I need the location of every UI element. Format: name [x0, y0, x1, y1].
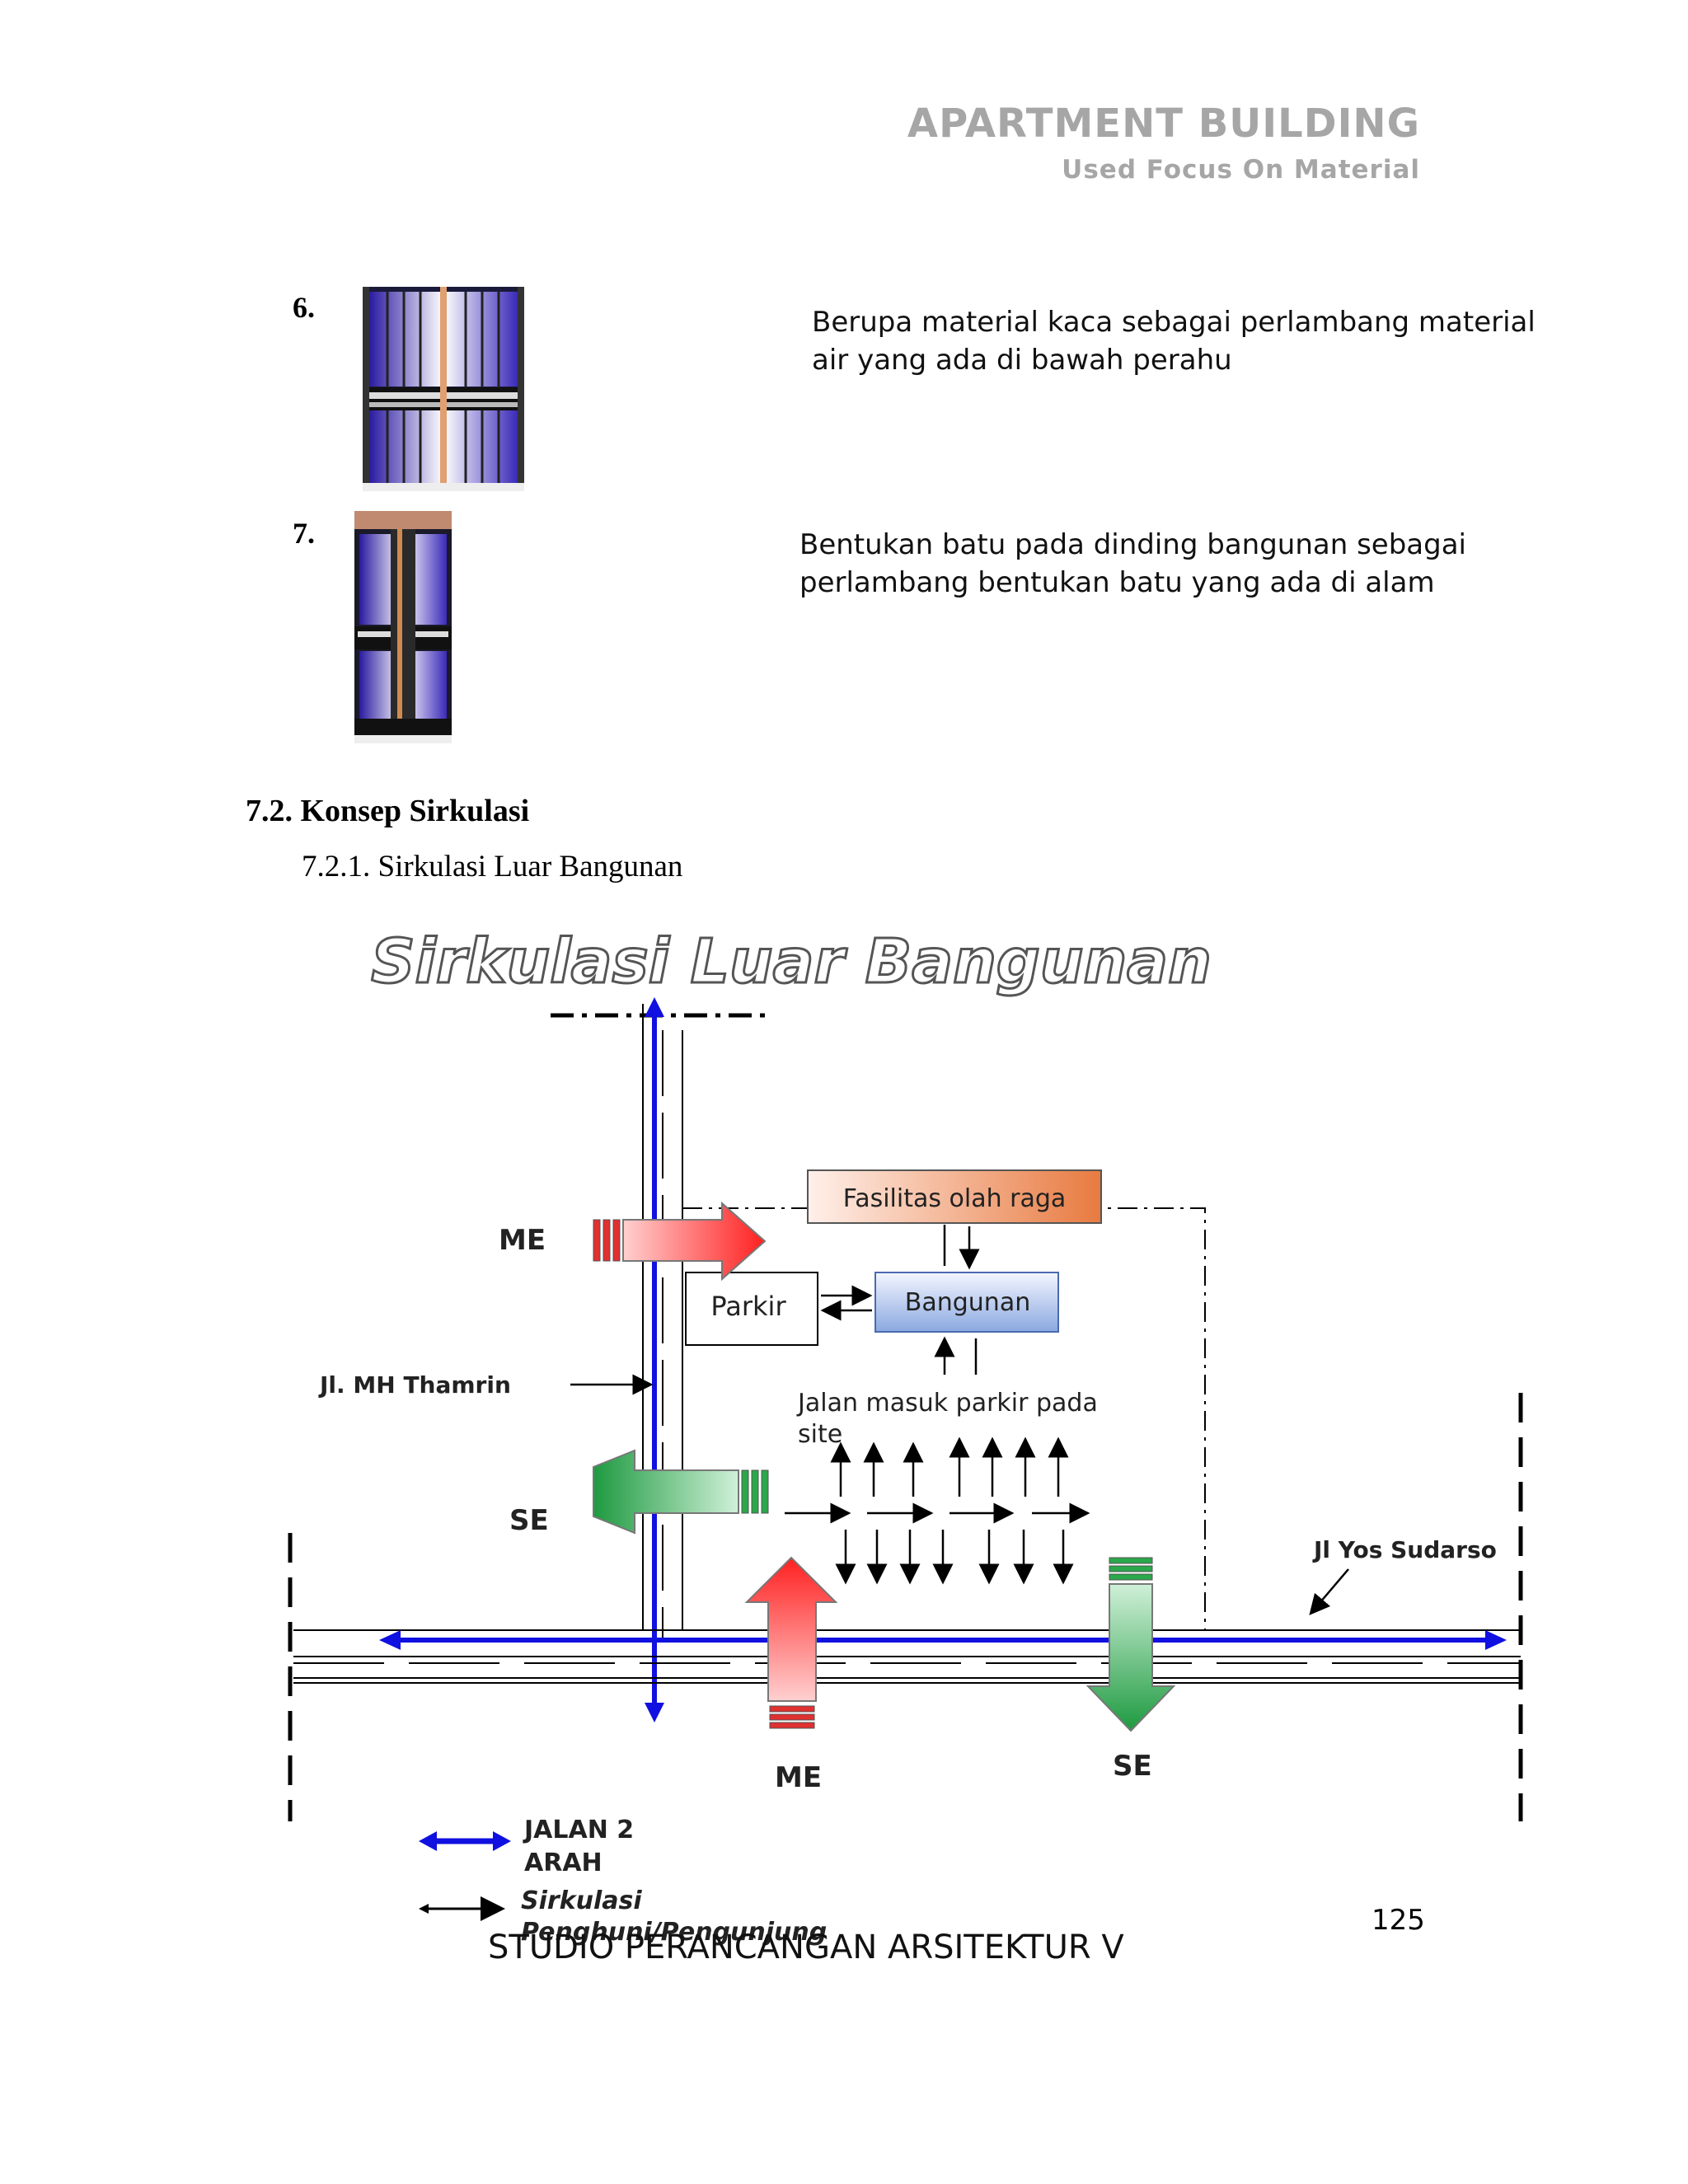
se-arrow-south: [1085, 1557, 1176, 1732]
me-arrow-south: [744, 1556, 838, 1729]
me-label-west: ME: [499, 1224, 546, 1257]
jl-yos-sudarso-label: Jl Yos Sudarso: [1312, 1536, 1497, 1563]
bangunan-label: Bangunan: [905, 1288, 1030, 1317]
me-label-south: ME: [775, 1761, 822, 1794]
se-arrow-west: [593, 1449, 769, 1535]
stone-material-image: [354, 511, 452, 743]
jl-thamrin-label: Jl. MH Thamrin: [318, 1371, 511, 1399]
footer-studio: STUDIO PERANCANGAN ARSITEKTUR V: [488, 1929, 1124, 1966]
legend-jalan-2-arah: JALAN 2 ARAH: [523, 1816, 643, 1877]
header-title: APARTMENT BUILDING: [907, 101, 1420, 147]
road-yos-sudarso: [293, 1629, 1521, 1684]
bangunan-box: [874, 1272, 1059, 1333]
se-label-west: SE: [509, 1504, 549, 1537]
fasilitas-label: Fasilitas olah raga: [843, 1184, 1067, 1213]
subsection-heading: 7.2.1. Sirkulasi Luar Bangunan: [302, 850, 683, 883]
page-number: 125: [1372, 1904, 1425, 1937]
parkir-label: Parkir: [710, 1291, 786, 1322]
legend: JALAN 2 ARAH Sirkulasi Penghuni/Pengunju…: [419, 1816, 827, 1947]
material-7-number: 7.: [293, 517, 315, 550]
jalan-masuk-label: Jalan masuk parkir pada site: [796, 1389, 1105, 1449]
circulation-arrows: [570, 1225, 1349, 1615]
glass-material-image: [363, 287, 524, 491]
me-arrow-west: [593, 1201, 767, 1282]
material-7-description: Bentukan batu pada dinding bangunan seba…: [799, 528, 1466, 599]
diagram-title: Sirkulasi Luar Bangunan: [371, 926, 1212, 997]
material-6-number: 6.: [293, 291, 315, 324]
legend-sirkulasi: Sirkulasi Penghuni/Pengunjung: [521, 1886, 827, 1947]
material-6-description: Berupa material kaca sebagai perlambang …: [812, 306, 1536, 377]
se-label-south: SE: [1113, 1750, 1152, 1783]
fasilitas-box: [807, 1169, 1102, 1224]
section-heading: 7.2. Konsep Sirkulasi: [246, 794, 530, 828]
road-mh-thamrin: [642, 997, 683, 1722]
header-subtitle: Used Focus On Material: [1062, 155, 1420, 185]
parkir-box: [685, 1272, 818, 1346]
